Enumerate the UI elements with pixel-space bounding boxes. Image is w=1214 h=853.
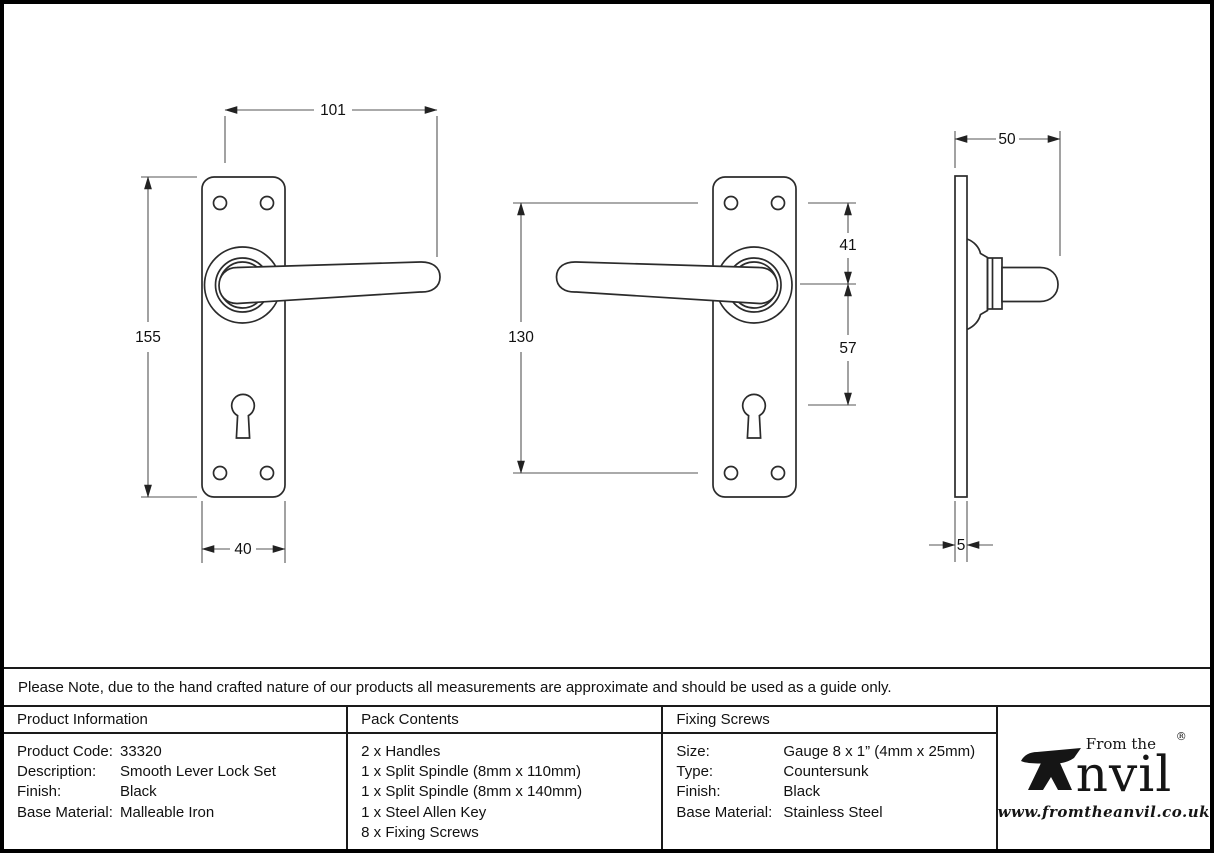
row-value: Malleable Iron bbox=[120, 803, 215, 821]
technical-drawing-area: 101 155 40 130 41 57 50 5 bbox=[4, 4, 1210, 667]
product-information-section: Product Information Product Code: 33320 … bbox=[4, 707, 347, 849]
row-value: Stainless Steel bbox=[783, 803, 883, 821]
row-label: Finish: bbox=[676, 783, 721, 801]
lever-handle bbox=[555, 261, 779, 305]
lever-lock-technical-drawing: 101 155 40 130 41 57 50 5 bbox=[135, 102, 1061, 563]
front-view-lever-left bbox=[555, 176, 797, 498]
list-item: 1 x Split Spindle (8mm x 140mm) bbox=[361, 783, 583, 801]
row-label: Base Material: bbox=[676, 803, 773, 821]
product-information-body: Product Code: 33320 Description: Smooth … bbox=[4, 734, 346, 823]
row-label: Size: bbox=[676, 743, 710, 760]
screw-hole bbox=[259, 465, 275, 481]
dim-label-plate-thickness: 5 bbox=[957, 537, 966, 554]
table-row: Size: Gauge 8 x 1” (4mm x 25mm) bbox=[676, 742, 991, 762]
row-label: Finish: bbox=[17, 783, 62, 801]
fixing-screws-body: Size: Gauge 8 x 1” (4mm x 25mm) Type: Co… bbox=[663, 734, 995, 823]
lever-end-profile bbox=[1001, 266, 1059, 303]
keyhole bbox=[741, 393, 767, 439]
row-value: Black bbox=[783, 783, 821, 801]
front-view-lever-right bbox=[201, 176, 441, 498]
pack-contents-body: 2 x Handles 1 x Split Spindle (8mm x 110… bbox=[348, 734, 661, 843]
side-view bbox=[954, 175, 1059, 498]
pack-contents-header: Pack Contents bbox=[348, 707, 662, 734]
table-row: Description: Smooth Lever Lock Set bbox=[17, 762, 342, 782]
table-row: Base Material: Stainless Steel bbox=[676, 803, 991, 823]
row-value: Gauge 8 x 1” (4mm x 25mm) bbox=[783, 743, 976, 760]
dim-label-plate-height: 155 bbox=[135, 329, 161, 346]
table-row: Finish: Black bbox=[17, 782, 342, 802]
logo-wordmark: nvil bbox=[1075, 745, 1173, 803]
row-label: Base Material: bbox=[17, 803, 113, 821]
dim-label-fixing-centres: 130 bbox=[508, 329, 534, 346]
row-value: Black bbox=[120, 783, 157, 801]
backplate bbox=[201, 176, 286, 498]
row-value: 33320 bbox=[120, 743, 162, 760]
from-the-anvil-logo: From the nvil ® bbox=[1020, 730, 1188, 803]
table-row: Finish: Black bbox=[676, 782, 991, 802]
screw-hole bbox=[259, 195, 275, 211]
logo-website: www.fromtheanvil.co.uk bbox=[997, 803, 1210, 821]
dimension-lines bbox=[141, 106, 1061, 563]
rose-collar bbox=[986, 257, 1003, 310]
screw-hole bbox=[770, 195, 786, 211]
screw-hole bbox=[723, 465, 739, 481]
row-value: Smooth Lever Lock Set bbox=[120, 763, 276, 781]
table-row: Base Material: Malleable Iron bbox=[17, 803, 342, 823]
lever-handle bbox=[218, 261, 441, 305]
backplate-edge bbox=[954, 175, 968, 498]
dim-label-lever-length: 101 bbox=[320, 102, 346, 119]
row-label: Type: bbox=[676, 763, 714, 781]
dimension-labels: 101 155 40 130 41 57 50 5 bbox=[135, 102, 1016, 558]
product-information-header: Product Information bbox=[4, 707, 347, 734]
registered-trademark-icon: ® bbox=[1175, 730, 1187, 743]
screw-hole bbox=[212, 465, 228, 481]
fixing-screws-section: Fixing Screws Size: Gauge 8 x 1” (4mm x … bbox=[661, 707, 996, 849]
logo-cell: From the nvil ® www.fromtheanvil.co.uk bbox=[995, 707, 1210, 849]
backplate bbox=[712, 176, 797, 498]
rose-profile bbox=[966, 238, 989, 331]
screw-hole bbox=[212, 195, 228, 211]
dim-label-projection: 50 bbox=[998, 131, 1016, 148]
list-item: 1 x Steel Allen Key bbox=[361, 803, 487, 821]
row-label: Description: bbox=[17, 763, 97, 781]
dim-label-spindle-to-keyhole: 57 bbox=[839, 340, 856, 357]
screw-hole bbox=[723, 195, 739, 211]
note-row: Please Note, due to the hand crafted nat… bbox=[4, 667, 1210, 705]
info-table: Product Information Product Code: 33320 … bbox=[4, 705, 1210, 849]
logo-prefix-text: From the bbox=[1085, 735, 1156, 753]
row-label: Product Code: bbox=[17, 743, 113, 760]
note-text: Please Note, due to the hand crafted nat… bbox=[18, 678, 892, 696]
table-row: Product Code: 33320 bbox=[17, 742, 342, 762]
list-item: 2 x Handles bbox=[361, 743, 441, 760]
list-item: 1 x Split Spindle (8mm x 110mm) bbox=[361, 763, 581, 781]
dim-label-top-to-spindle: 41 bbox=[839, 237, 856, 254]
table-row: Type: Countersunk bbox=[676, 762, 991, 782]
row-value: Countersunk bbox=[783, 763, 869, 781]
list-item: 8 x Fixing Screws bbox=[361, 823, 479, 841]
anvil-icon bbox=[1020, 748, 1081, 790]
keyhole bbox=[230, 393, 256, 439]
dim-label-plate-width: 40 bbox=[234, 541, 252, 558]
pack-contents-section: Pack Contents 2 x Handles 1 x Split Spin… bbox=[346, 707, 662, 849]
fixing-screws-header: Fixing Screws bbox=[663, 707, 996, 734]
screw-hole bbox=[770, 465, 786, 481]
